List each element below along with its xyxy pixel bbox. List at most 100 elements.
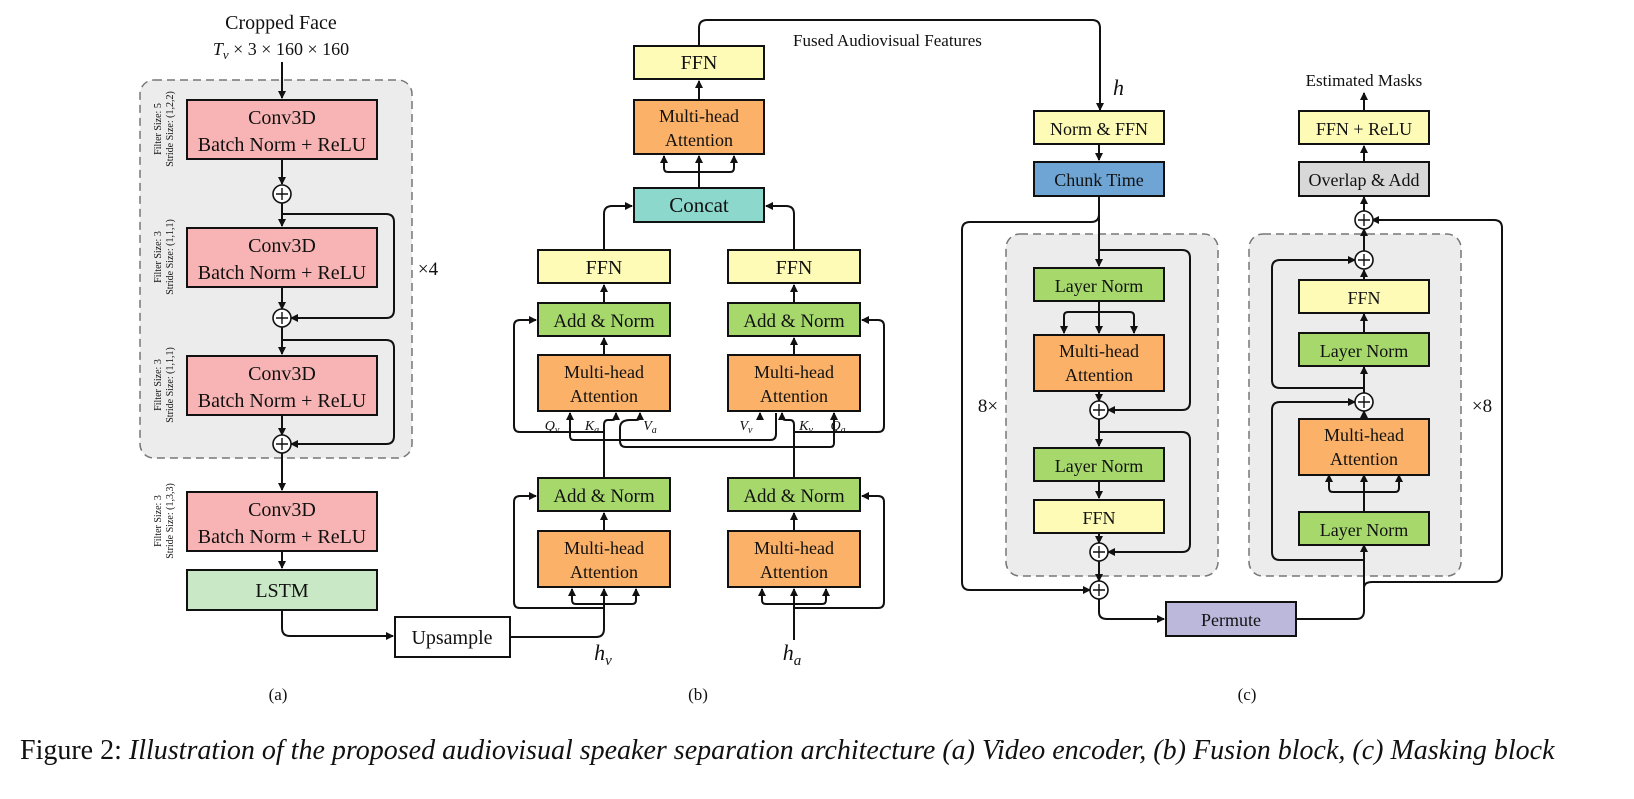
panel-fusion-block: FFN Fused Audiovisual Features Multi-hea…	[510, 19, 1104, 704]
left-upper-add-norm-label: Add & Norm	[553, 311, 655, 332]
panel-a-label: (a)	[269, 685, 288, 704]
conv3d-block-1-stride: Stride Size: (1,2,2)	[165, 91, 176, 167]
upsample-label: Upsample	[411, 627, 492, 649]
ffn-right-label: FFN	[1347, 288, 1380, 308]
right-self-attention-line2: Attention	[760, 562, 828, 582]
top-ffn-block	[633, 45, 765, 80]
estimated-masks-label: Estimated Masks	[1306, 71, 1423, 90]
right-self-attention	[727, 530, 861, 588]
norm-ffn-label: Norm & FFN	[1050, 119, 1148, 139]
lstm-label: LSTM	[255, 580, 309, 602]
layer-norm-right-2-label: Layer Norm	[1320, 341, 1408, 361]
left-repeat-label: 8×	[978, 396, 998, 417]
left-self-attention	[537, 530, 671, 588]
top-ffn-label: FFN	[681, 52, 718, 74]
left-upper-add-norm	[537, 302, 671, 337]
conv3d-block-4-filter: Filter Size: 3	[153, 495, 164, 547]
right-ffn-block	[727, 249, 861, 284]
conv3d-block-2-line1: Conv3D	[248, 235, 316, 257]
left-v-label: Va	[643, 419, 657, 436]
conv3d-block-3-stride: Stride Size: (1,1,1)	[165, 347, 176, 423]
conv3d-block-4	[186, 491, 378, 552]
conv3d-block-1-line1: Conv3D	[248, 107, 316, 129]
left-cross-attention-line2: Attention	[570, 386, 638, 406]
left-q-label: Qv	[545, 419, 560, 436]
caption-lead: Figure 2:	[20, 735, 122, 766]
upsample-block	[394, 616, 511, 658]
input-shape: Tv × 3 × 160 × 160	[213, 39, 349, 62]
right-upper-add-norm	[727, 302, 861, 337]
attention-right-line2: Attention	[1330, 449, 1398, 469]
conv3d-block-1-line2: Batch Norm + ReLU	[198, 134, 367, 156]
input-title: Cropped Face	[225, 12, 337, 34]
conv3d-block-2	[186, 227, 378, 288]
chunk-time-block	[1033, 161, 1165, 197]
top-attention-line2: Attention	[665, 130, 733, 150]
norm-ffn-block	[1033, 110, 1165, 145]
overlap-add-block	[1298, 161, 1430, 197]
left-k-label: Ka	[584, 419, 599, 436]
left-self-attention-line2: Attention	[570, 562, 638, 582]
architecture-diagram: Cropped Face Tv × 3 × 160 × 160 Conv3D B…	[139, 12, 1503, 704]
layer-norm-right-2	[1298, 332, 1430, 367]
left-ffn-block	[537, 249, 671, 284]
conv3d-block-3-line1: Conv3D	[248, 363, 316, 385]
right-cross-attention	[727, 354, 861, 412]
panel-masking-block: h Norm & FFN Chunk Time 8× Layer Norm Mu…	[961, 71, 1503, 704]
overlap-add-label: Overlap & Add	[1309, 170, 1420, 190]
ffn-relu-label: FFN + ReLU	[1316, 119, 1412, 139]
h-a-label: ha	[783, 640, 802, 669]
right-cross-attention-line1: Multi-head	[754, 362, 834, 382]
right-upper-add-norm-label: Add & Norm	[743, 311, 845, 332]
ffn-left	[1033, 499, 1165, 534]
panel-c-label: (c)	[1238, 685, 1257, 704]
permute-block	[1165, 601, 1297, 637]
conv3d-block-1	[186, 99, 378, 160]
layer-norm-left-1	[1033, 267, 1165, 302]
layer-norm-left-2-label: Layer Norm	[1055, 456, 1143, 476]
conv3d-block-2-line2: Batch Norm + ReLU	[198, 262, 367, 284]
caption-text: Illustration of the proposed audiovisual…	[128, 735, 1555, 766]
conv3d-block-2-stride: Stride Size: (1,1,1)	[165, 219, 176, 295]
conv3d-block-3-line2: Batch Norm + ReLU	[198, 390, 367, 412]
right-v-label: Vv	[739, 419, 753, 436]
ffn-right	[1298, 279, 1430, 314]
conv3d-block-2-filter: Filter Size: 3	[153, 231, 164, 283]
panel-video-encoder: Cropped Face Tv × 3 × 160 × 160 Conv3D B…	[139, 12, 511, 704]
right-lower-add-norm	[727, 477, 861, 512]
left-lower-add-norm-label: Add & Norm	[553, 486, 655, 507]
attention-right	[1298, 418, 1430, 476]
ffn-relu-block	[1298, 110, 1430, 145]
conv3d-block-4-line2: Batch Norm + ReLU	[198, 526, 367, 548]
attention-right-line1: Multi-head	[1324, 425, 1404, 445]
right-self-attention-line1: Multi-head	[754, 538, 834, 558]
top-attention-block	[633, 99, 765, 155]
right-q-label: Qa	[830, 419, 845, 436]
chunk-time-label: Chunk Time	[1054, 170, 1144, 190]
layer-norm-right-1	[1298, 511, 1430, 546]
concat-block	[633, 187, 765, 223]
ffn-left-label: FFN	[1082, 508, 1115, 528]
left-self-attention-line1: Multi-head	[564, 538, 644, 558]
conv3d-block-4-line1: Conv3D	[248, 499, 316, 521]
attention-left-line1: Multi-head	[1059, 341, 1139, 361]
left-cross-attention	[537, 354, 671, 412]
h-label: h	[1113, 75, 1124, 100]
layer-norm-right-1-label: Layer Norm	[1320, 520, 1408, 540]
right-k-label: Kv	[798, 419, 813, 436]
concat-label: Concat	[669, 193, 729, 217]
left-cross-attention-line1: Multi-head	[564, 362, 644, 382]
repeat-label: ×4	[418, 259, 439, 280]
right-cross-attention-line2: Attention	[760, 386, 828, 406]
left-lower-add-norm	[537, 477, 671, 512]
top-attention-line1: Multi-head	[659, 106, 739, 126]
attention-left-line2: Attention	[1065, 365, 1133, 385]
right-ffn-label: FFN	[776, 257, 813, 279]
h-v-label: hv	[594, 640, 612, 669]
fused-features-label: Fused Audiovisual Features	[793, 31, 982, 50]
layer-norm-left-1-label: Layer Norm	[1055, 276, 1143, 296]
right-repeat-label: ×8	[1472, 396, 1492, 417]
panel-b-label: (b)	[688, 685, 708, 704]
permute-label: Permute	[1201, 610, 1261, 630]
left-ffn-label: FFN	[586, 257, 623, 279]
